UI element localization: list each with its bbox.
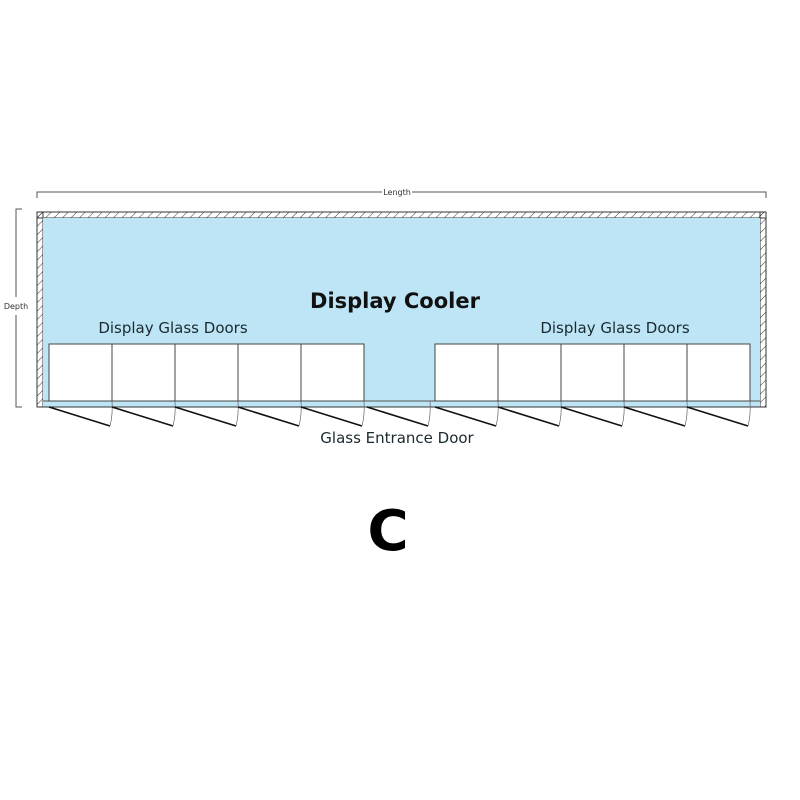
left-display-door: [48, 343, 113, 402]
length-dimension: Length: [36, 188, 767, 198]
layout-letter: C: [367, 499, 408, 564]
right-display-door-swing: [623, 406, 686, 427]
left-display-door-swing: [237, 406, 300, 427]
depth-label: Depth: [4, 302, 28, 311]
left-display-door: [237, 343, 302, 402]
left-display-door-arc: [298, 400, 302, 427]
entrance-door-arc: [427, 400, 431, 427]
right-display-door: [497, 343, 562, 402]
room-title: Display Cooler: [310, 289, 481, 313]
left-display-door: [300, 343, 365, 402]
left-display-door-arc: [172, 400, 176, 427]
right-doors-label: Display Glass Doors: [540, 319, 690, 337]
entrance-door-swing: [366, 406, 429, 427]
doors: [48, 343, 751, 427]
right-display-door-swing: [560, 406, 623, 427]
right-display-door: [686, 343, 751, 402]
left-display-door: [174, 343, 239, 402]
left-display-door-arc: [361, 400, 365, 427]
left-display-door-swing: [111, 406, 174, 427]
right-display-door: [560, 343, 625, 402]
right-display-door-arc: [621, 400, 625, 427]
right-display-door-swing: [686, 406, 749, 427]
left-doors-label: Display Glass Doors: [98, 319, 248, 337]
left-display-door-swing: [300, 406, 363, 427]
right-display-door-arc: [747, 400, 751, 427]
left-display-door-arc: [109, 400, 113, 427]
left-display-door-arc: [235, 400, 239, 427]
right-display-door-arc: [558, 400, 562, 427]
entrance-door-label: Glass Entrance Door: [320, 429, 474, 447]
left-display-door-swing: [174, 406, 237, 427]
length-label: Length: [383, 188, 411, 197]
left-display-door-swing: [48, 406, 111, 427]
depth-dimension: Depth: [4, 208, 28, 408]
right-display-door-swing: [434, 406, 497, 427]
right-display-door-arc: [495, 400, 499, 427]
left-display-door: [111, 343, 176, 402]
right-display-door: [434, 343, 499, 402]
right-display-door-arc: [684, 400, 688, 427]
right-display-door: [623, 343, 688, 402]
right-display-door-swing: [497, 406, 560, 427]
